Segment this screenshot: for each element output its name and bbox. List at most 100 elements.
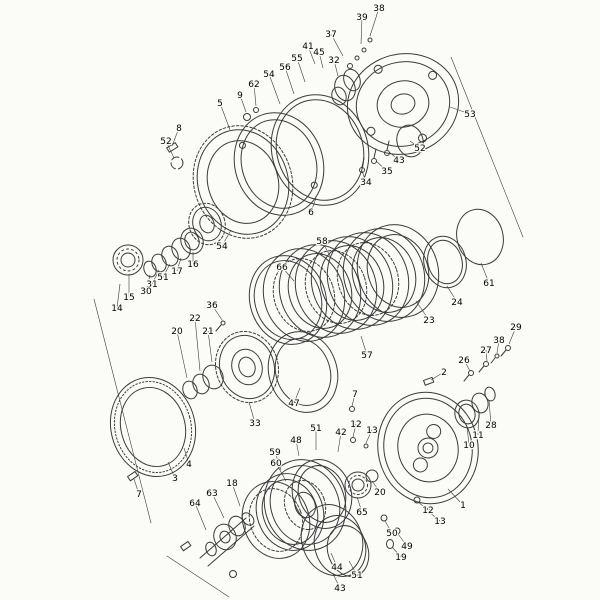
part-number-63: 63 (206, 489, 217, 499)
leader-line (415, 300, 430, 321)
large-thin-ring-shape (109, 376, 197, 478)
leader-line (480, 262, 490, 284)
part-number-13: 13 (366, 426, 377, 436)
leader-line (231, 482, 241, 507)
part-number-61: 61 (483, 279, 494, 289)
part-number-60: 60 (270, 459, 282, 469)
piston-drum-shape (267, 331, 339, 413)
part-number-48: 48 (290, 436, 302, 446)
leader-line (485, 349, 488, 362)
leader-line (375, 160, 388, 172)
leader-line (330, 552, 338, 568)
housing-cover-shape (346, 53, 460, 155)
part-number-24: 24 (451, 298, 463, 308)
part-number-27: 27 (480, 346, 491, 356)
leader-line (360, 335, 368, 356)
leader-line (219, 102, 231, 131)
bottom-bearing-shape (344, 406, 379, 499)
leader-line (356, 496, 363, 513)
leader-line (268, 73, 281, 105)
part-number-13: 13 (434, 517, 445, 527)
leader-line (194, 502, 207, 531)
part-number-37: 37 (325, 30, 336, 40)
part-number-12: 12 (350, 420, 361, 430)
output-drum-shape (377, 391, 479, 505)
leader-line (352, 423, 357, 438)
part-number-4: 4 (186, 460, 192, 470)
part-number-20: 20 (374, 488, 386, 498)
part-number-56: 56 (279, 63, 291, 73)
leader-line (194, 317, 201, 372)
bottom-clutch-shape (241, 459, 353, 559)
part-number-18: 18 (226, 479, 238, 489)
leader-line (332, 573, 341, 589)
leader-line (488, 399, 492, 426)
part-number-51: 51 (157, 273, 168, 283)
leader-line (348, 560, 358, 576)
leader-line (274, 451, 282, 471)
leader-line (221, 229, 232, 247)
part-number-31: 31 (146, 280, 157, 290)
leader-line (388, 151, 400, 161)
leader-line (446, 285, 458, 303)
leader-line (430, 371, 445, 381)
leader-line (337, 431, 342, 453)
part-number-10: 10 (463, 441, 475, 451)
leader-line (310, 197, 317, 213)
leader-line (477, 410, 480, 436)
callout-layer: 3839374145325556546295852535243353465416… (110, 3, 523, 596)
leader-line (183, 447, 190, 465)
part-number-41: 41 (302, 42, 313, 52)
leader-line (466, 425, 470, 446)
leader-line (248, 401, 256, 424)
leader-line (167, 461, 176, 479)
part-number-22: 22 (189, 314, 200, 324)
lower-discs-shape (300, 504, 370, 577)
leader-line (330, 33, 344, 57)
leader-line (351, 393, 356, 407)
leader-line (365, 429, 373, 444)
part-number-9: 9 (237, 91, 243, 101)
part-number-53: 53 (464, 110, 475, 120)
leader-line (369, 7, 380, 37)
part-number-26: 26 (458, 356, 470, 366)
part-number-50: 50 (386, 529, 398, 539)
leader-line (417, 501, 429, 511)
bearing-shape (112, 244, 144, 276)
part-number-23: 23 (423, 316, 434, 326)
part-number-32: 32 (328, 56, 339, 66)
part-number-33: 33 (249, 419, 260, 429)
leader-line (281, 266, 295, 282)
leader-line (296, 57, 306, 83)
part-number-58: 58 (316, 237, 328, 247)
spring-stack-shape (331, 37, 373, 106)
clutch-pack-shape (248, 224, 440, 345)
part-number-49: 49 (401, 542, 413, 552)
frame-lines (93, 56, 524, 598)
leader-line (207, 330, 213, 363)
part-number-21: 21 (202, 327, 213, 337)
leader-line (133, 478, 140, 495)
leader-line (211, 492, 225, 519)
leader-line (361, 170, 367, 183)
part-number-1: 1 (460, 501, 466, 511)
part-number-38: 38 (373, 4, 385, 14)
part-number-51: 51 (351, 571, 362, 581)
leader-line (176, 257, 182, 272)
part-number-28: 28 (485, 421, 497, 431)
part-number-7: 7 (352, 390, 358, 400)
part-number-16: 16 (187, 260, 199, 270)
part-number-65: 65 (356, 508, 367, 518)
part-number-47: 47 (288, 399, 299, 409)
part-number-54: 54 (216, 242, 228, 252)
part-number-43: 43 (334, 584, 345, 594)
leader-line (318, 51, 324, 69)
leader-line (293, 387, 301, 404)
input-shaft-shape (126, 470, 255, 578)
leader-line (384, 520, 393, 534)
leader-line (449, 106, 471, 115)
part-number-35: 35 (381, 167, 392, 177)
right-rings-shape (454, 386, 496, 429)
